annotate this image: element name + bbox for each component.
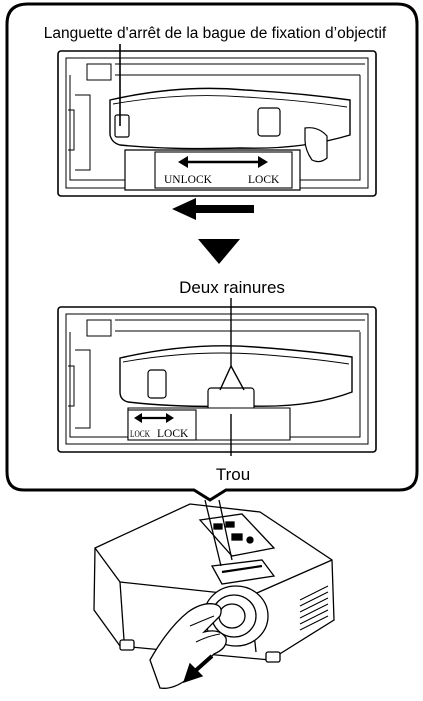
panel-2: LOCK LOCK: [57, 298, 377, 456]
side-vents: [299, 585, 329, 631]
panel-1-frame: [57, 50, 377, 197]
down-triangle: [198, 239, 240, 264]
groove-leader-left: [219, 365, 232, 391]
middle-label: Deux rainures: [179, 278, 285, 297]
direction-arrow-left: [172, 198, 254, 220]
panel-1: UNLOCK LOCK: [57, 44, 377, 197]
panel-2-frame: [57, 306, 377, 453]
groove-leader-right: [230, 365, 245, 391]
unlock-lock-plate: [154, 151, 293, 189]
projector-body: [93, 503, 335, 661]
bottom-label: Trou: [216, 465, 250, 484]
pull-arrow: [192, 654, 214, 674]
panel-2-top-left-square: [86, 319, 112, 337]
stop-tab: [114, 114, 130, 138]
lock-label-2: LOCK: [157, 428, 189, 440]
lock-label-1: LOCK: [248, 174, 280, 186]
unlock-label: UNLOCK: [164, 174, 213, 186]
panel-1-top-left-square: [86, 63, 112, 81]
top-label: Languette d'arrêt de la bague de fixatio…: [44, 25, 387, 42]
lock-partial-label: LOCK: [130, 429, 150, 439]
projector-illustration: [93, 499, 335, 689]
